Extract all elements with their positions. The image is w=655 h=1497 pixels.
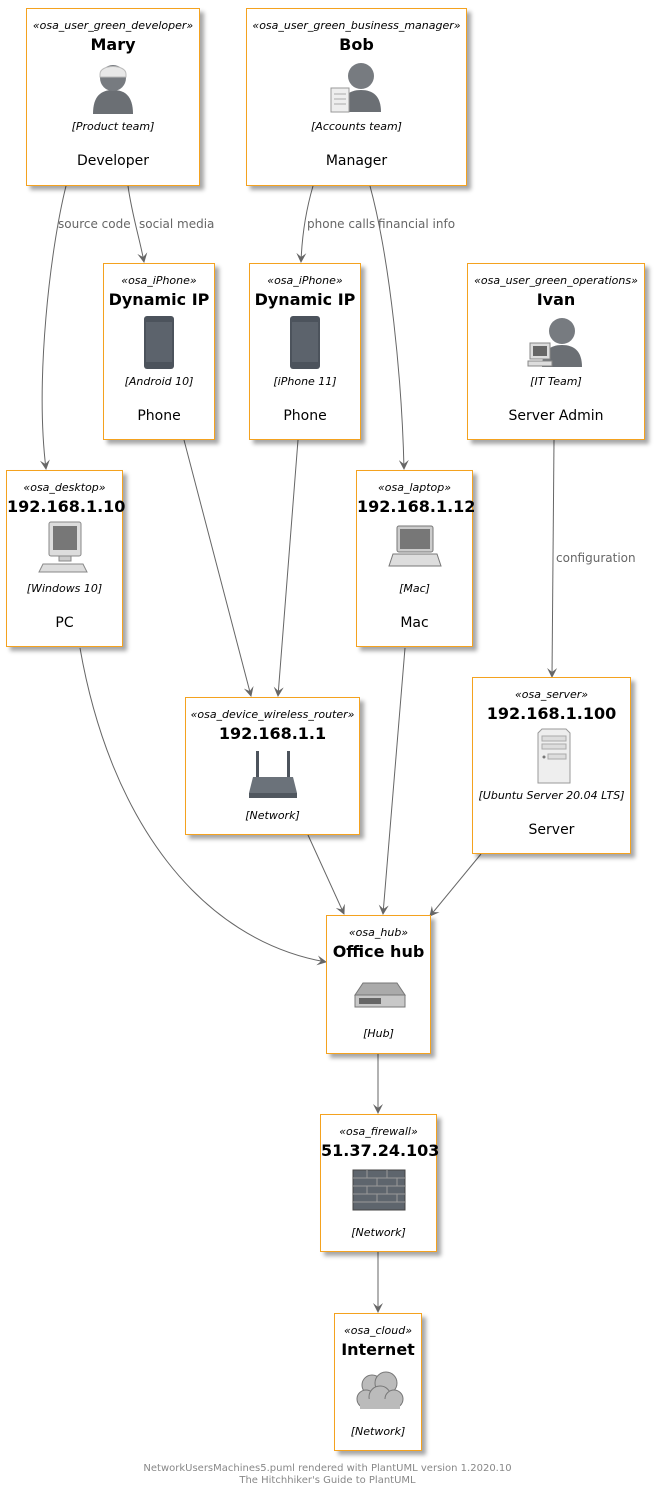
wireless-router-icon <box>248 751 297 798</box>
node-title: Internet <box>341 1340 415 1359</box>
node-mac[interactable]: «osa_laptop» 192.168.1.12 [Mac] Mac <box>356 470 476 647</box>
node-title: 192.168.1.12 <box>357 497 476 516</box>
edge-phone2-router <box>273 439 299 697</box>
description: Phone <box>137 408 181 424</box>
firewall-icon <box>352 1169 405 1211</box>
stereotype: «osa_server» <box>514 688 589 701</box>
stereotype: «osa_firewall» <box>339 1125 418 1138</box>
smartphone-icon <box>144 316 174 369</box>
technology: [Product team] <box>71 120 155 133</box>
stereotype: «osa_laptop» <box>377 481 452 494</box>
edge-mac-hub <box>378 647 406 915</box>
node-hub[interactable]: «osa_hub» Office hub [Hub] <box>326 915 431 1054</box>
technology: [Network] <box>350 1425 406 1438</box>
edge-ivan-server <box>547 439 558 678</box>
node-title: Bob <box>339 35 374 54</box>
description: PC <box>55 615 74 631</box>
edge-label-phone-calls: phone calls <box>307 217 376 231</box>
description: Server <box>528 822 575 838</box>
technology: [Network] <box>245 809 300 822</box>
node-cloud[interactable]: «osa_cloud» Internet [Network] <box>334 1313 422 1451</box>
smartphone-icon <box>290 316 320 369</box>
node-title: Dynamic IP <box>254 290 356 309</box>
node-router[interactable]: «osa_device_wireless_router» 192.168.1.1… <box>185 697 360 835</box>
edge-bob-mac <box>369 185 409 470</box>
edge-label-financial-info: financial info <box>378 217 456 231</box>
node-phone-iphone[interactable]: «osa_iPhone» Dynamic IP [iPhone 11] Phon… <box>249 263 361 440</box>
edge-server-hub <box>429 853 482 917</box>
edge-phone1-router <box>183 439 254 697</box>
description: Manager <box>325 153 388 169</box>
operations-user-icon <box>527 318 582 367</box>
node-title: Ivan <box>536 290 576 309</box>
stereotype: «osa_hub» <box>348 926 409 939</box>
technology: [Hub] <box>363 1027 394 1040</box>
node-title: 192.168.1.100 <box>486 704 617 723</box>
edge-label-configuration: configuration <box>556 551 636 565</box>
technology: [Windows 10] <box>26 582 103 595</box>
edge-mary-pc <box>39 185 67 470</box>
technology: [Android 10] <box>124 375 194 388</box>
footer-subtitle: The Hitchhiker's Guide to PlantUML <box>239 1475 416 1486</box>
stereotype: «osa_user_green_developer» <box>32 19 194 32</box>
node-title: 51.37.24.103 <box>321 1141 440 1160</box>
technology: [IT Team] <box>530 375 582 388</box>
laptop-icon <box>387 525 442 567</box>
description: Phone <box>283 408 327 424</box>
description: Server Admin <box>508 408 604 424</box>
stereotype: «osa_user_green_business_manager» <box>252 19 461 32</box>
cloud-icon <box>356 1371 404 1409</box>
stereotype: «osa_desktop» <box>23 481 106 494</box>
stereotype: «osa_user_green_operations» <box>474 274 638 287</box>
technology: [Network] <box>351 1226 406 1239</box>
edge-router-hub <box>307 834 345 915</box>
node-ivan[interactable]: «osa_user_green_operations» Ivan [IT Tea… <box>467 263 645 440</box>
technology: [Mac] <box>399 582 430 595</box>
hub-icon <box>353 982 406 1008</box>
node-title: 192.168.1.1 <box>218 724 327 743</box>
edge-mary-phone1 <box>127 185 148 263</box>
edge-label-social-media: social media <box>139 217 215 231</box>
node-title: Mary <box>90 35 136 54</box>
node-title: 192.168.1.10 <box>7 497 126 516</box>
technology: [Accounts team] <box>311 120 402 133</box>
node-title: Office hub <box>332 942 425 961</box>
node-firewall[interactable]: «osa_firewall» 51.37.24.103 [Network] <box>320 1114 440 1252</box>
node-pc[interactable]: «osa_desktop» 192.168.1.10 [Windows 10] … <box>6 470 126 647</box>
edge-pc-hub <box>79 647 327 966</box>
business-manager-user-icon <box>330 63 381 113</box>
desktop-icon <box>37 521 88 573</box>
node-server[interactable]: «osa_server» 192.168.1.100 [Ubuntu Serve… <box>472 677 631 854</box>
footer-render-info: NetworkUsersMachines5.puml rendered with… <box>143 1463 512 1474</box>
edge-label-source-code: source code <box>58 217 131 231</box>
stereotype: «osa_iPhone» <box>267 274 343 287</box>
description: Developer <box>76 153 149 169</box>
stereotype: «osa_cloud» <box>343 1324 413 1337</box>
node-title: Dynamic IP <box>108 290 210 309</box>
node-phone-android[interactable]: «osa_iPhone» Dynamic IP [Android 10] Pho… <box>103 263 215 440</box>
stereotype: «osa_iPhone» <box>121 274 197 287</box>
server-icon <box>537 728 570 784</box>
developer-user-icon <box>93 65 133 114</box>
node-bob[interactable]: «osa_user_green_business_manager» Bob [A… <box>246 8 467 186</box>
node-mary[interactable]: «osa_user_green_developer» Mary [Product… <box>26 8 200 186</box>
technology: [Ubuntu Server 20.04 LTS] <box>478 789 625 802</box>
technology: [iPhone 11] <box>273 375 337 388</box>
edge-bob-phone2 <box>296 185 314 263</box>
stereotype: «osa_device_wireless_router» <box>190 708 355 721</box>
description: Mac <box>400 615 429 631</box>
